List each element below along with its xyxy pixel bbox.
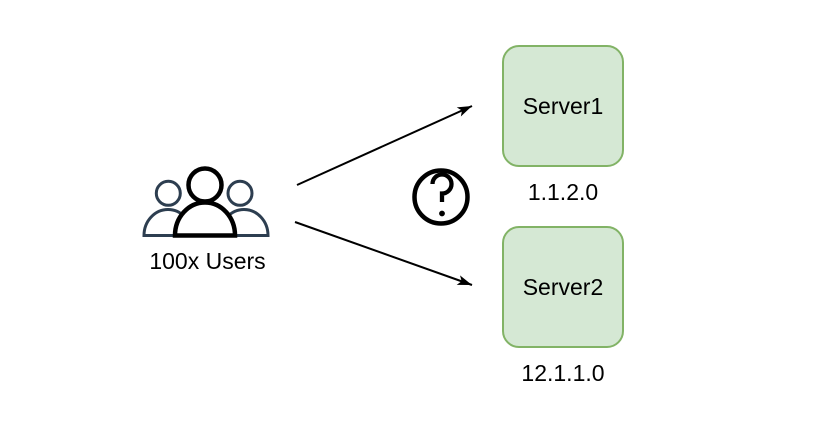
server2-label: Server2	[522, 273, 604, 300]
users-group-icon	[142, 166, 270, 238]
users-label: 100x Users	[149, 248, 266, 274]
arrow-users-to-server1	[296, 105, 473, 186]
question-dot	[439, 210, 445, 217]
question-mark-icon	[412, 168, 470, 226]
server1-node: Server1	[502, 45, 624, 167]
server1-ip-label: 1.1.2.0	[527, 179, 599, 205]
left-person-head	[154, 179, 182, 207]
center-person-head	[186, 166, 224, 204]
server2-node: Server2	[502, 226, 624, 348]
server1-label: Server1	[522, 92, 604, 119]
right-person-head	[226, 179, 254, 207]
question-circle	[412, 168, 470, 226]
question-glyph	[430, 172, 454, 202]
left-person-body	[142, 208, 194, 237]
center-person-body	[172, 200, 238, 238]
right-person-body	[218, 208, 270, 237]
arrow-users-to-server2	[294, 221, 473, 286]
server2-ip-label: 12.1.1.0	[521, 360, 605, 386]
